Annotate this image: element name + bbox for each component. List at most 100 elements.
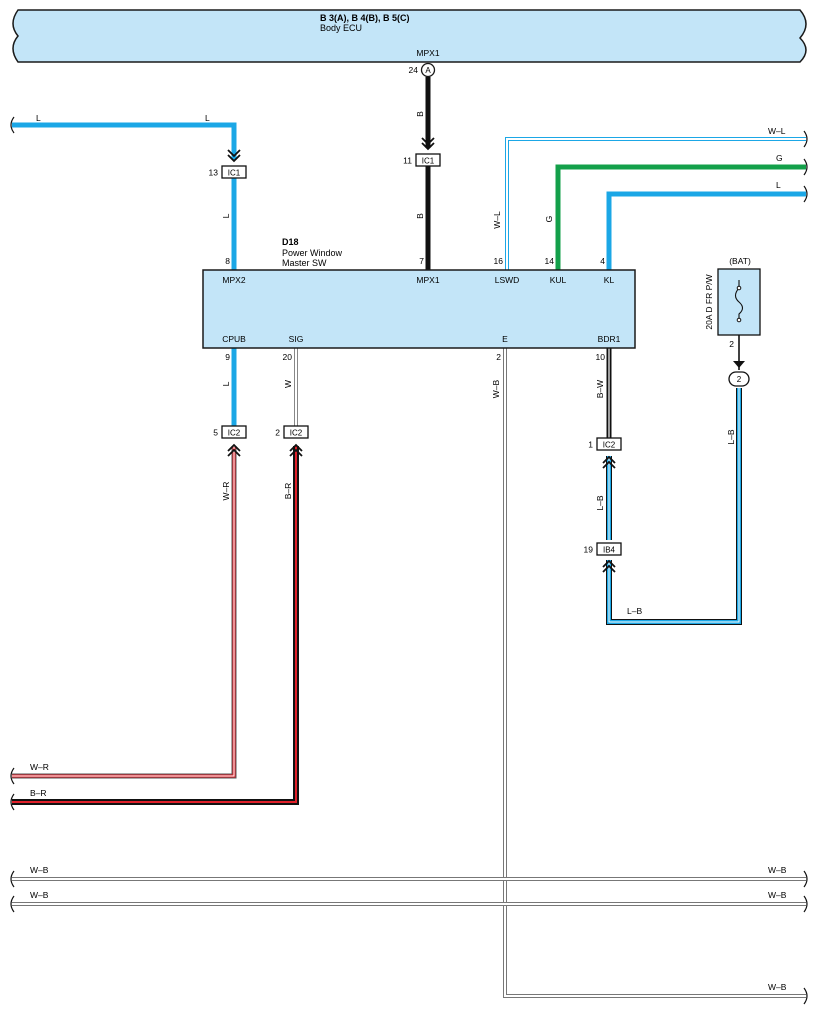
switch-name-line2: Master SW bbox=[282, 258, 327, 268]
wire-label: L–B bbox=[627, 606, 642, 616]
wire-label: G bbox=[544, 216, 554, 223]
switch-name-line1: Power Window bbox=[282, 248, 343, 258]
connector-label: IC2 bbox=[228, 429, 241, 438]
fuse-pin: 2 bbox=[729, 339, 734, 349]
wire-label: L bbox=[776, 180, 781, 190]
body-ecu-terminal-pin: 24 bbox=[409, 65, 419, 75]
switch-terminal-pin: 20 bbox=[283, 352, 293, 362]
body-ecu-connector-marker bbox=[420, 62, 436, 78]
body-ecu-title: B 3(A), B 4(B), B 5(C) bbox=[320, 13, 410, 23]
body-ecu-connector-letter: A bbox=[425, 66, 431, 75]
connector-ic2-pin-1: IC2 1 bbox=[588, 437, 622, 451]
wire-label: L–B bbox=[726, 429, 736, 444]
wire-label: B bbox=[415, 111, 425, 117]
fuse-block: (BAT) 20A D FR P/W 2 2 bbox=[704, 256, 761, 387]
wire-label: W–B bbox=[30, 865, 49, 875]
wire-br bbox=[12, 446, 299, 805]
connector-box bbox=[596, 542, 622, 556]
wire-g-kul bbox=[555, 164, 806, 270]
switch-terminal-name: BDR1 bbox=[598, 334, 621, 344]
connector-pin: 19 bbox=[584, 545, 594, 555]
connector-box bbox=[221, 165, 247, 179]
wire-wb-e bbox=[503, 348, 806, 998]
wire-label: W–L bbox=[492, 211, 502, 229]
wire-label: L bbox=[221, 213, 231, 218]
wire-label: W–B bbox=[768, 865, 787, 875]
connector-ic2-pin-2: IC2 2 bbox=[275, 425, 309, 439]
switch-terminal-name: E bbox=[502, 334, 508, 344]
fuse-label: 20A D FR P/W bbox=[704, 274, 714, 329]
wire-label: G bbox=[776, 153, 783, 163]
wire-label: B–R bbox=[283, 483, 293, 500]
wire-lb bbox=[606, 388, 742, 625]
switch-terminal-pin: 4 bbox=[600, 256, 605, 266]
connector-box bbox=[415, 153, 441, 167]
switch-terminal-name: MPX1 bbox=[416, 275, 439, 285]
wire-label: W–R bbox=[30, 762, 49, 772]
switch-terminal-name: MPX2 bbox=[222, 275, 245, 285]
connector-ic1-pin-11: IC1 11 bbox=[403, 153, 441, 167]
switch-terminal-pin: 14 bbox=[545, 256, 555, 266]
connector-label: IC2 bbox=[290, 429, 303, 438]
switch-terminal-pin: 16 bbox=[494, 256, 504, 266]
wire-break-markers bbox=[10, 116, 808, 1005]
body-ecu-subtitle: Body ECU bbox=[320, 23, 362, 33]
connector-label: IC2 bbox=[603, 441, 616, 450]
wire-label: L bbox=[36, 113, 41, 123]
switch-code: D18 bbox=[282, 237, 299, 247]
fuse-source: (BAT) bbox=[729, 256, 751, 266]
connector-label: IC1 bbox=[228, 169, 241, 178]
connector-pin: 11 bbox=[403, 156, 412, 166]
switch-terminal-pin: 7 bbox=[419, 256, 424, 266]
wire-label: L–B bbox=[595, 495, 605, 510]
connector-label: IB4 bbox=[603, 546, 616, 555]
wire-label: W–B bbox=[491, 379, 501, 398]
connector-ib4-pin-19: IB4 19 bbox=[584, 542, 622, 556]
fuse-element-icon bbox=[734, 280, 744, 322]
switch-terminal-pin: 8 bbox=[225, 256, 230, 266]
wire-label: B–R bbox=[30, 788, 47, 798]
connector-pin: 2 bbox=[275, 428, 280, 438]
wire-l-mpx2 bbox=[12, 122, 237, 270]
junction-marker bbox=[728, 371, 750, 387]
switch-terminal-pin: 2 bbox=[496, 352, 501, 362]
switch-terminal-pin: 10 bbox=[596, 352, 606, 362]
switch-terminal-name: KL bbox=[604, 275, 615, 285]
connector-label: IC1 bbox=[422, 157, 435, 166]
connector-box bbox=[221, 425, 247, 439]
wire-label: W–B bbox=[768, 890, 787, 900]
wire-label: W–R bbox=[221, 482, 231, 501]
connector-pin: 5 bbox=[213, 428, 218, 438]
wire-label: W bbox=[283, 380, 293, 388]
body-ecu-terminal-name: MPX1 bbox=[416, 48, 439, 58]
fuse-arrow-icon bbox=[733, 361, 745, 368]
wire-label: L bbox=[205, 113, 210, 123]
connector-pin: 1 bbox=[588, 440, 593, 450]
connector-chevrons bbox=[227, 137, 616, 573]
wire-label: W–B bbox=[30, 890, 49, 900]
body-ecu: B 3(A), B 4(B), B 5(C) Body ECU MPX1 A 2… bbox=[12, 9, 807, 78]
wire-label: W–B bbox=[768, 982, 787, 992]
connector-box bbox=[596, 437, 622, 451]
wire-labels: L L L B B W–L W–L G G L L W W–B B–W L–B … bbox=[30, 111, 787, 992]
wire-label: L bbox=[221, 381, 231, 386]
wire-label: B–W bbox=[595, 380, 605, 398]
wire-wl-lswd bbox=[505, 137, 806, 270]
wire-label: B bbox=[415, 213, 425, 219]
junction-pin: 2 bbox=[737, 375, 742, 384]
switch-terminal-name: CPUB bbox=[222, 334, 246, 344]
wire-l-kl bbox=[606, 191, 806, 270]
switch-body bbox=[202, 269, 636, 349]
switch-terminal-name: LSWD bbox=[495, 275, 520, 285]
wire-label: W–L bbox=[768, 126, 786, 136]
body-ecu-panel bbox=[12, 9, 807, 63]
connector-box bbox=[283, 425, 309, 439]
connector-ic2-pin-5: IC2 5 bbox=[213, 425, 247, 439]
switch-terminal-name: SIG bbox=[289, 334, 304, 344]
